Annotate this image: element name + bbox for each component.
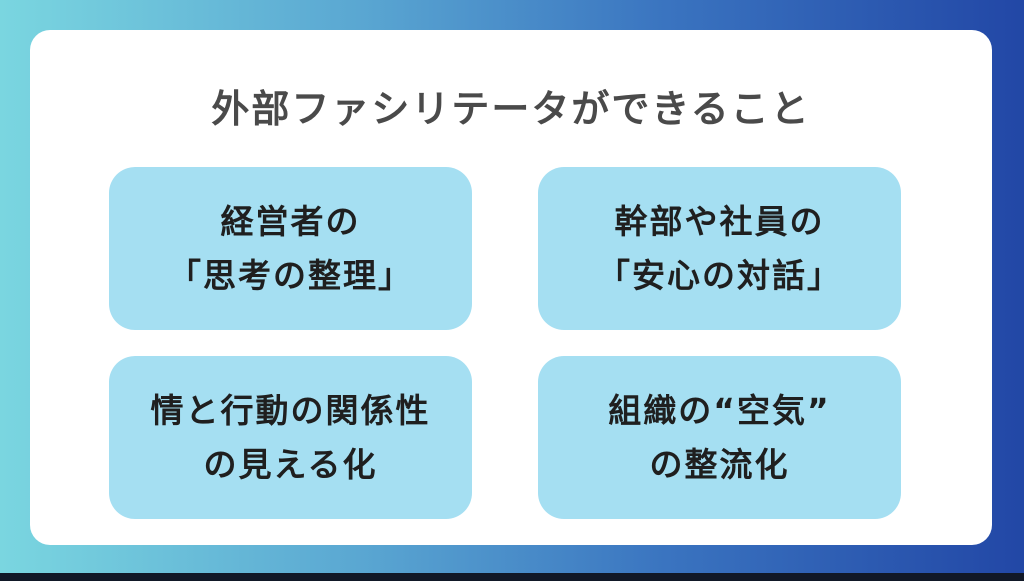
bottom-bar — [0, 573, 1024, 581]
capability-box-thinking: 経営者の 「思考の整理」 — [109, 167, 472, 330]
capability-line-2: 「思考の整理」 — [168, 255, 413, 295]
capability-line-1: 情と行動の関係性 — [150, 390, 431, 430]
page-title: 外部ファシリテータができること — [211, 87, 811, 131]
capability-box-visualization: 情と行動の関係性 の見える化 — [109, 356, 472, 519]
capability-line-1: 幹部や社員の — [614, 201, 825, 241]
capability-line-1: 組織の“空気” — [608, 390, 831, 430]
capability-line-1: 経営者の — [220, 201, 361, 241]
main-card: 外部ファシリテータができること 経営者の 「思考の整理」 幹部や社員の 「安心の… — [30, 30, 992, 545]
capability-line-2: 「安心の対話」 — [597, 255, 842, 295]
capability-box-atmosphere: 組織の“空気” の整流化 — [538, 356, 901, 519]
capability-line-2: の見える化 — [203, 444, 378, 484]
capability-box-dialogue: 幹部や社員の 「安心の対話」 — [538, 167, 901, 330]
capability-line-2: の整流化 — [649, 444, 790, 484]
